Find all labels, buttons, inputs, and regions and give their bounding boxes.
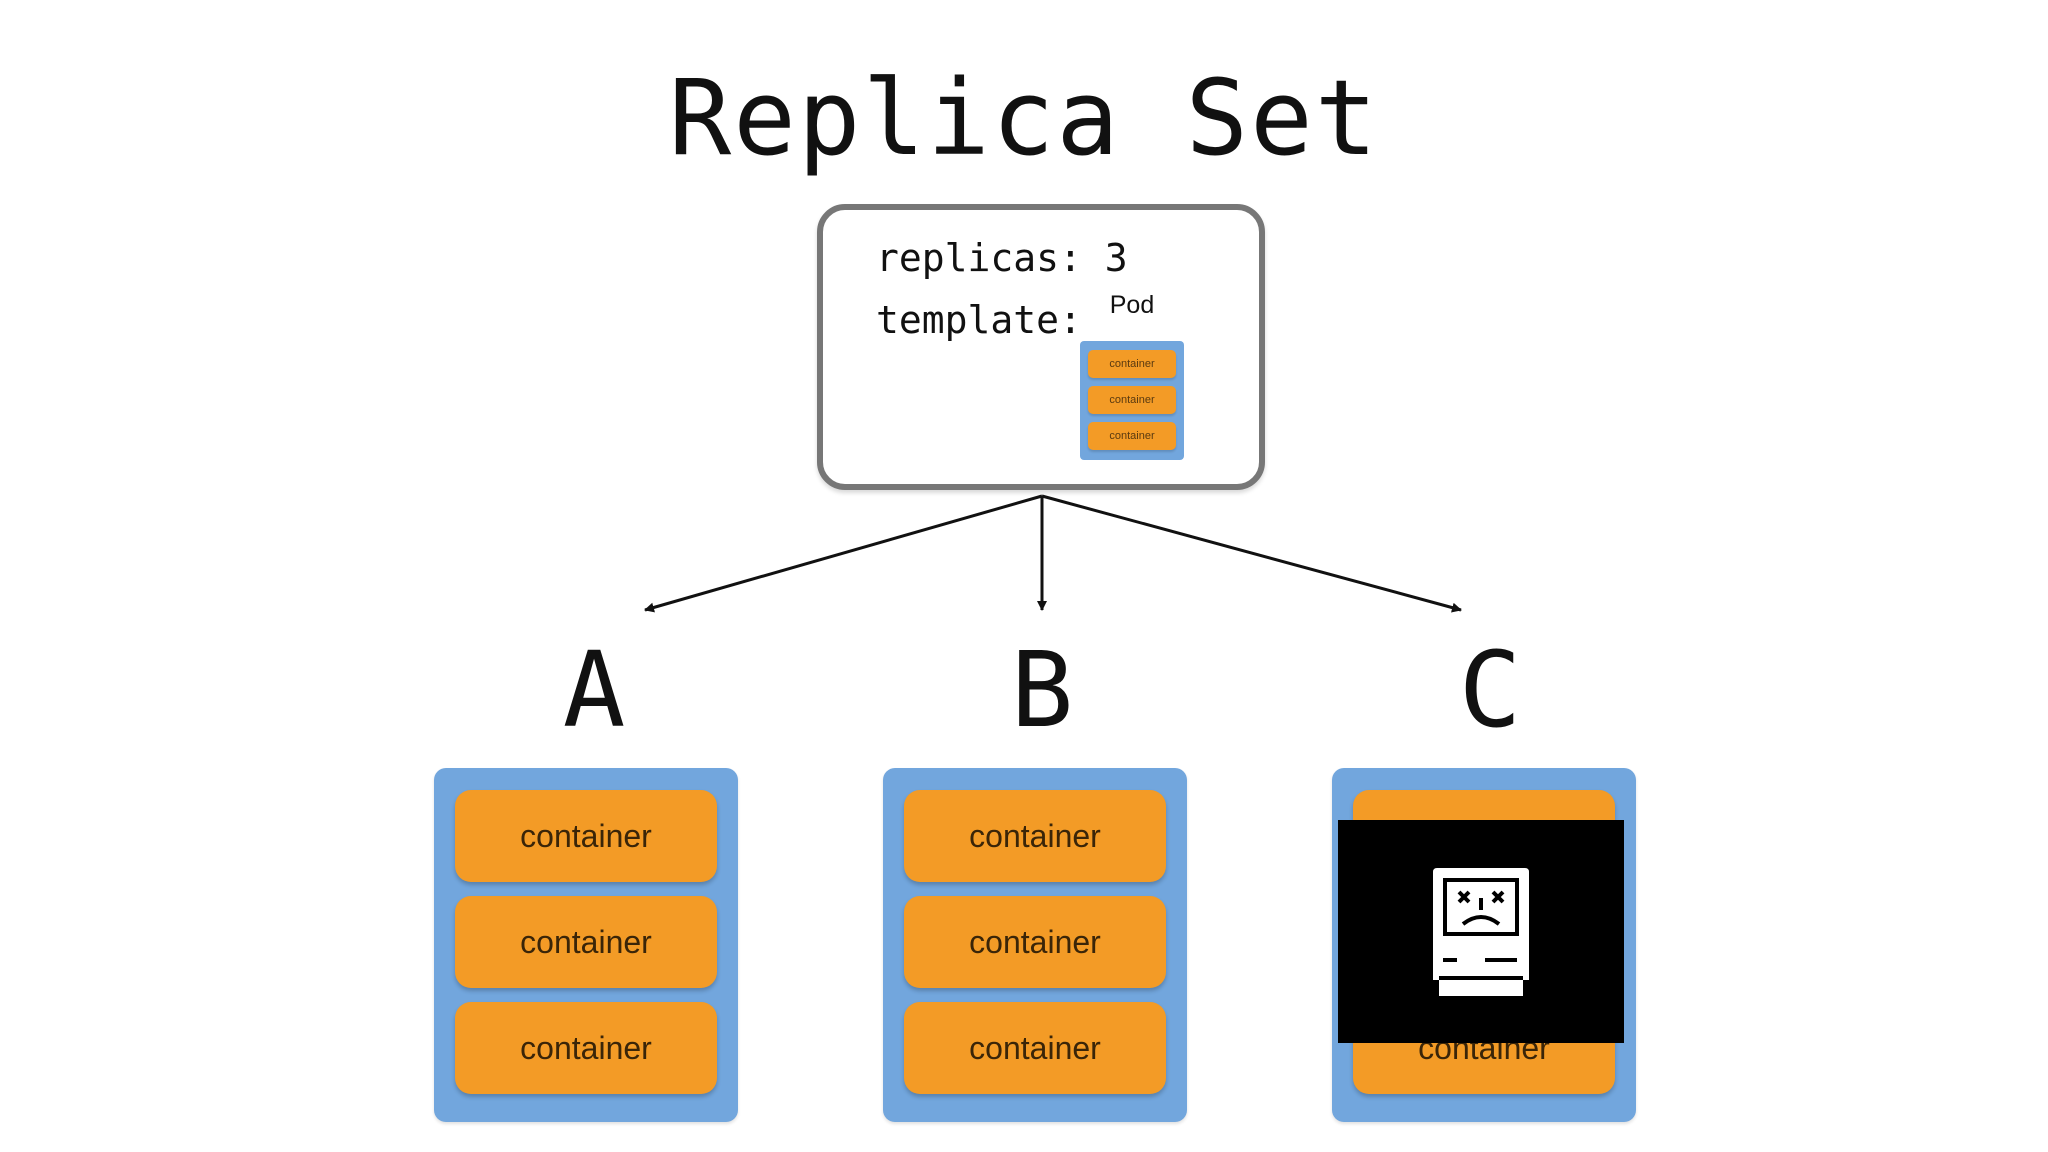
replica-letter-b: B — [1010, 629, 1074, 751]
replica-letter-a: A — [562, 629, 626, 751]
pod-a-container-1: container — [455, 790, 717, 882]
replica-pod-a: container container container — [434, 768, 738, 1122]
replicas-count-line: replicas: 3 — [876, 236, 1128, 280]
sad-mac-icon — [1433, 868, 1529, 996]
arrow-to-replica-c — [1041, 494, 1462, 613]
template-pod: container container container — [1080, 341, 1184, 460]
pod-b-container-2: container — [904, 896, 1166, 988]
arrow-to-replica-a — [644, 494, 1043, 613]
template-pod-label: Pod — [1109, 291, 1155, 319]
pod-a-container-2: container — [455, 896, 717, 988]
replica-set-spec-box — [817, 204, 1265, 490]
diagram-title: Replica Set — [668, 57, 1380, 179]
replica-letter-c: C — [1458, 629, 1522, 751]
template-line: template: — [876, 298, 1082, 342]
pod-b-container-1: container — [904, 790, 1166, 882]
pod-b-container-3: container — [904, 1002, 1166, 1094]
replica-pod-b: container container container — [883, 768, 1187, 1122]
template-container-3: container — [1088, 422, 1176, 450]
template-container-2: container — [1088, 386, 1176, 414]
pod-a-container-3: container — [455, 1002, 717, 1094]
pod-c-crash-overlay — [1338, 820, 1624, 1043]
template-container-1: container — [1088, 350, 1176, 378]
